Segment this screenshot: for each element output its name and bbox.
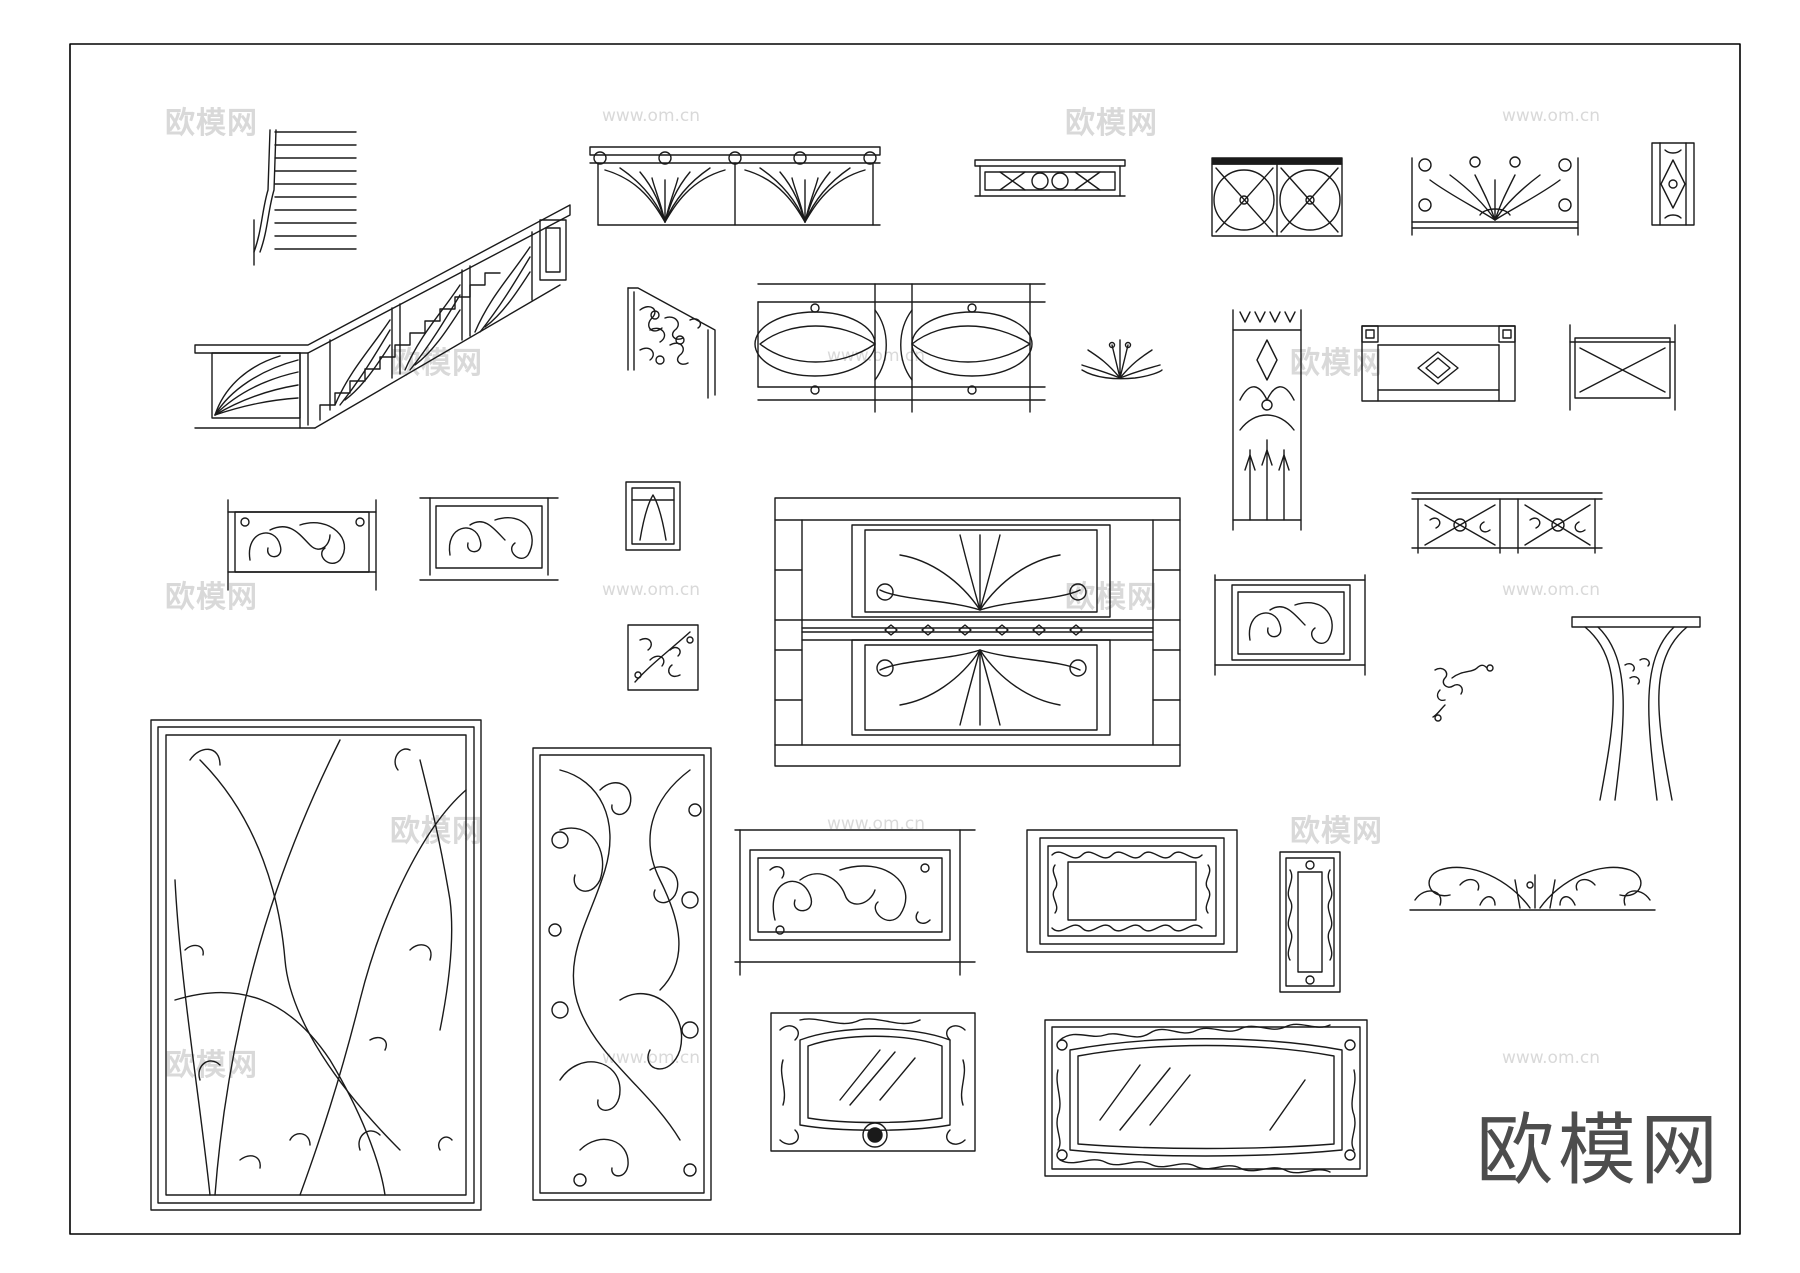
scroll-railing-right — [1214, 574, 1366, 676]
watermark-logo: 欧模网 — [165, 580, 258, 615]
panel-center-diamond — [1361, 325, 1516, 402]
mirror-frame-medallion — [770, 1012, 976, 1152]
watermark-url: www.om.cn — [602, 580, 701, 600]
rail-x-pattern — [974, 159, 1126, 197]
panel-circle-x — [1211, 157, 1343, 237]
watermark-url: www.om.cn — [602, 106, 701, 126]
stair-scroll-rail — [627, 287, 716, 399]
watermark-logo: 欧模网 — [165, 106, 258, 141]
watermark-url: www.om.cn — [602, 1048, 701, 1068]
watermark-logo: 欧模网 — [1065, 580, 1158, 615]
small-scroll-ornament — [1432, 664, 1494, 722]
watermark-logo: 欧模网 — [1065, 106, 1158, 141]
tall-scroll-panel — [532, 747, 712, 1201]
scroll-grille-left — [227, 499, 377, 591]
staircase-railing — [194, 204, 571, 429]
scroll-balustrade-bottom — [734, 829, 976, 976]
fan-ornament — [1081, 339, 1163, 380]
drawing-border — [69, 43, 1741, 1235]
large-central-grille — [774, 497, 1181, 767]
two-panel-scroll-rail — [1411, 492, 1603, 554]
railing-ellipse-pattern — [754, 283, 1046, 413]
panel-x-far-right — [1569, 324, 1676, 411]
tall-fence-panel — [1232, 309, 1302, 531]
scroll-grille-middle — [419, 497, 559, 581]
pedestal-table — [1571, 616, 1701, 801]
brand-logo: 欧模网 — [1476, 1106, 1723, 1196]
small-arch-panel — [625, 481, 681, 551]
narrow-ornate-panel — [1279, 851, 1341, 993]
narrow-panel-diamond — [1651, 142, 1695, 226]
stair-section-small — [253, 129, 357, 266]
watermark-url: www.om.cn — [1502, 106, 1601, 126]
watermark-logo: 欧模网 — [165, 1048, 258, 1083]
balustrade-fan-pattern — [589, 146, 881, 226]
watermark-url: www.om.cn — [1502, 580, 1601, 600]
rail-peacock-pattern — [1411, 156, 1579, 236]
mirror-frame-large — [1044, 1019, 1368, 1177]
ornate-frame-small — [1026, 829, 1238, 953]
leaf-ornament-band — [1409, 866, 1656, 911]
watermark-logo: 欧模网 — [1290, 814, 1383, 849]
watermark-logo: 欧模网 — [1290, 346, 1383, 381]
small-scroll-square — [627, 624, 699, 691]
watermark-url: www.om.cn — [1502, 1048, 1601, 1068]
tall-vine-panel-left — [150, 719, 482, 1211]
watermark-url: www.om.cn — [827, 814, 926, 834]
